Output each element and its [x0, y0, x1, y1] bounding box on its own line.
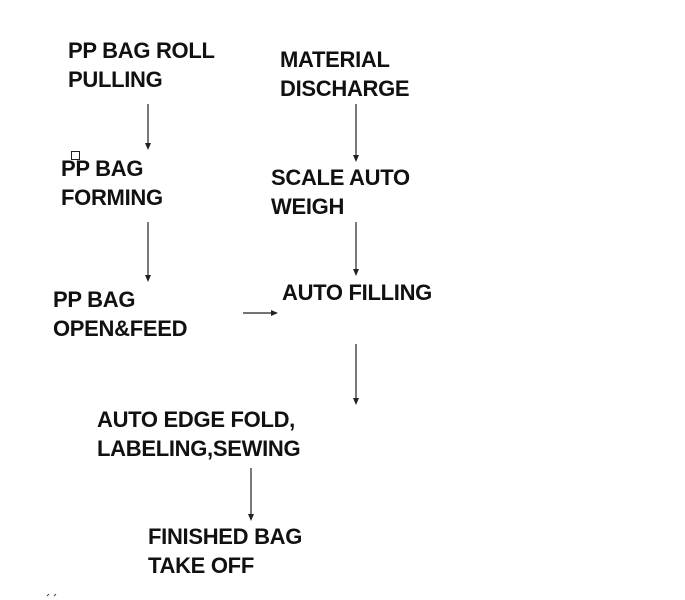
step-label-line: FINISHED BAG: [148, 524, 303, 549]
step-label-line: OPEN&FEED: [53, 316, 188, 341]
step-label-line: MATERIAL: [280, 47, 390, 72]
step-auto-filling: AUTO FILLING: [282, 278, 432, 307]
step-label-line: AUTO FILLING: [282, 280, 432, 305]
arrow-material-to-scale: [353, 104, 359, 162]
arrow-forming-to-open-feed: [145, 222, 151, 282]
step-label-line: AUTO EDGE FOLD,: [97, 407, 295, 432]
step-pp-bag-roll-pulling: PP BAG ROLL PULLING: [68, 36, 215, 94]
arrow-roll-to-forming: [145, 104, 151, 150]
step-label-line: PP BAG: [53, 287, 136, 312]
step-label-line: TAKE OFF: [148, 553, 254, 578]
step-label-line: DISCHARGE: [280, 76, 410, 101]
arrow-scale-to-filling: [353, 222, 359, 276]
missing-glyph-box-icon: [71, 151, 80, 160]
step-auto-edge-fold-labeling-sewing: AUTO EDGE FOLD, LABELING,SEWING: [97, 405, 301, 463]
arrow-edge-fold-to-finished: [248, 468, 254, 521]
step-label-line: PP BAG: [61, 156, 144, 181]
step-material-discharge: MATERIAL DISCHARGE: [280, 45, 410, 103]
step-finished-bag-take-off: FINISHED BAG TAKE OFF: [148, 522, 302, 580]
step-pp-bag-forming: PP BAG FORMING: [61, 154, 163, 212]
step-label-line: WEIGH: [271, 194, 345, 219]
step-label-line: PULLING: [68, 67, 163, 92]
corner-artifact-mark: [46, 593, 57, 597]
arrow-open-feed-to-filling: [243, 310, 278, 316]
arrow-filling-to-edge-fold: [353, 344, 359, 405]
step-label-line: LABELING,SEWING: [97, 436, 301, 461]
step-scale-auto-weigh: SCALE AUTO WEIGH: [271, 163, 410, 221]
step-pp-bag-open-feed: PP BAG OPEN&FEED: [53, 285, 188, 343]
step-label-line: FORMING: [61, 185, 163, 210]
step-label-line: PP BAG ROLL: [68, 38, 215, 63]
step-label-line: SCALE AUTO: [271, 165, 410, 190]
